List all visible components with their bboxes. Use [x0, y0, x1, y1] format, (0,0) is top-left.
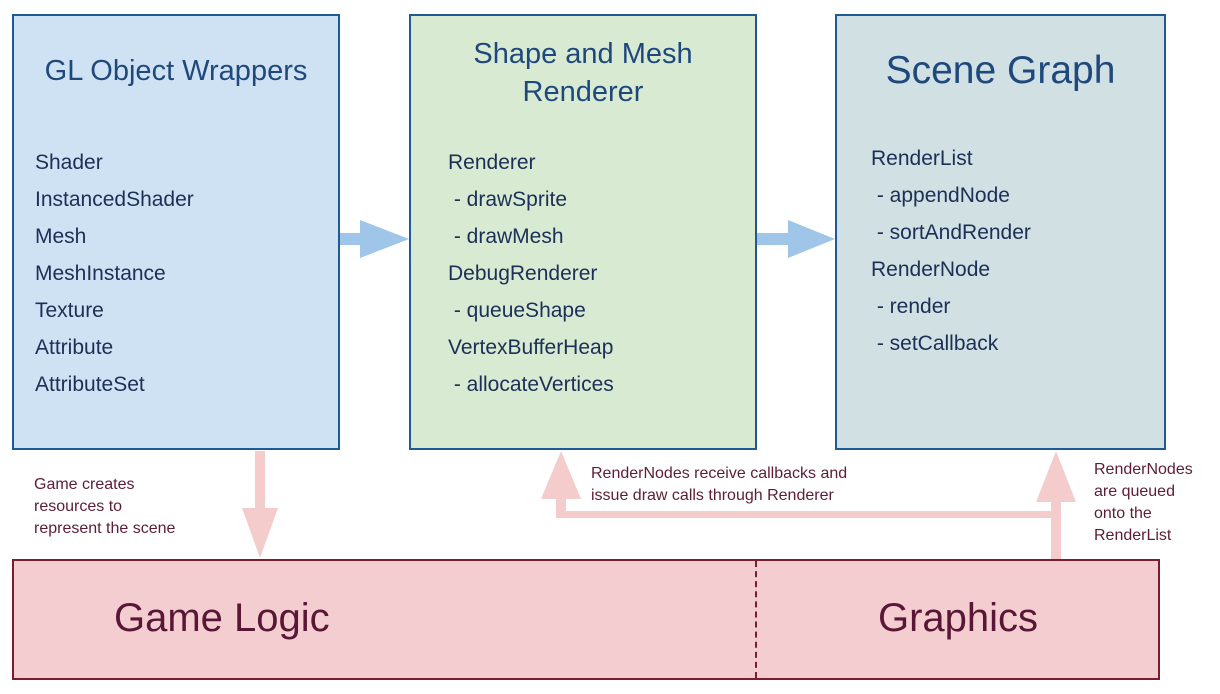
list-item: VertexBufferHeap [448, 336, 614, 359]
note-nodes-queued: RenderNodes are queued onto the RenderLi… [1094, 459, 1193, 547]
shape-and-mesh-renderer-title: Shape and Mesh Renderer [411, 35, 755, 111]
list-item: - allocateVertices [448, 373, 614, 396]
game-logic-graphics-bar: Game Logic Graphics [12, 559, 1160, 680]
shape-and-mesh-renderer-box: Shape and Mesh Renderer Renderer - drawS… [409, 14, 757, 450]
gl-object-wrappers-box: GL Object Wrappers Shader InstancedShade… [12, 14, 340, 450]
list-item: RenderList [871, 147, 973, 170]
arrow-wrappers-to-game-logic [242, 451, 278, 558]
renderer-list: Renderer - drawSprite - drawMesh DebugRe… [448, 144, 614, 403]
list-item: Shader [35, 151, 103, 174]
list-item: Mesh [35, 225, 87, 248]
list-item: MeshInstance [35, 262, 166, 285]
note-line: onto the [1094, 505, 1152, 522]
note-line: represent the scene [34, 520, 176, 537]
scene-graph-box: Scene Graph RenderList - appendNode - so… [835, 14, 1166, 450]
arrow-renderer-to-scene-graph [757, 220, 835, 258]
scene-graph-title: Scene Graph [885, 49, 1116, 92]
note-line: resources to [34, 498, 123, 515]
note-line: Game creates [34, 476, 135, 493]
note-render-callbacks: RenderNodes receive callbacks and issue … [591, 463, 847, 507]
list-item: - appendNode [871, 184, 1010, 207]
list-item: InstancedShader [35, 188, 194, 211]
list-item: - setCallback [871, 332, 999, 355]
arrow-graphics-to-scene-graph [1036, 451, 1076, 559]
list-item: RenderNode [871, 258, 991, 281]
note-line: RenderNodes [1094, 461, 1193, 478]
note-line: RenderNodes receive callbacks and [591, 465, 848, 482]
game-logic-label: Game Logic [114, 596, 330, 640]
list-item: - sortAndRender [871, 221, 1031, 244]
list-item: Attribute [35, 336, 114, 359]
dashed-divider [755, 561, 757, 678]
gl-object-wrappers-title: GL Object Wrappers [44, 55, 308, 87]
list-item: Renderer [448, 151, 536, 174]
list-item: - queueShape [448, 299, 586, 322]
arrow-wrappers-to-renderer [340, 220, 409, 258]
note-line: are queued [1094, 483, 1175, 500]
renderer-title-line-1: Shape and Mesh [473, 38, 693, 70]
arrow-graphics-to-renderer [541, 451, 1051, 518]
list-item: - render [871, 295, 951, 318]
scene-graph-list: RenderList - appendNode - sortAndRender … [871, 140, 1031, 362]
list-item: DebugRenderer [448, 262, 598, 285]
list-item: - drawSprite [448, 188, 568, 211]
list-item: AttributeSet [35, 373, 145, 396]
note-game-creates-resources: Game creates resources to represent the … [34, 474, 175, 540]
list-item: - drawMesh [448, 225, 564, 248]
gl-object-wrappers-list: Shader InstancedShader Mesh MeshInstance… [35, 144, 194, 403]
graphics-label: Graphics [878, 596, 1039, 640]
note-line: RenderList [1094, 527, 1172, 544]
note-line: issue draw calls through Renderer [591, 487, 834, 504]
renderer-title-line-2: Renderer [522, 76, 644, 108]
list-item: Texture [35, 299, 104, 322]
